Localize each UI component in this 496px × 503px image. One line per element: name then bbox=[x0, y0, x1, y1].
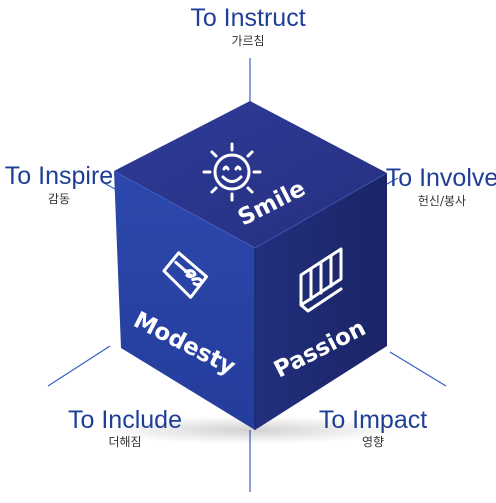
label-lower-left: To Include 더해짐 bbox=[68, 406, 182, 449]
smiling-sun-icon bbox=[202, 142, 262, 202]
label-upper-left: To Inspire 감동 bbox=[5, 162, 113, 206]
label-upper-left-subtitle: 감동 bbox=[48, 192, 70, 206]
folded-hands-icon bbox=[162, 251, 209, 299]
cube bbox=[113, 101, 388, 430]
label-top: To Instruct 가르침 bbox=[190, 4, 305, 48]
label-lower-left-subtitle: 더해짐 bbox=[108, 435, 141, 449]
label-upper-right-subtitle: 헌신/봉사 bbox=[418, 194, 466, 208]
label-lower-left-title: To Include bbox=[68, 406, 182, 434]
connector-lower-right bbox=[389, 351, 447, 387]
label-upper-right: To Involve 헌신/봉사 bbox=[386, 164, 496, 208]
label-upper-left-title: To Inspire bbox=[5, 162, 113, 190]
label-upper-right-title: To Involve bbox=[386, 164, 496, 192]
label-lower-right-subtitle: 영향 bbox=[362, 435, 384, 449]
cube-left-face bbox=[114, 171, 255, 430]
connector-lower-left bbox=[47, 345, 111, 387]
label-top-title: To Instruct bbox=[190, 4, 305, 32]
open-book-icon bbox=[299, 247, 343, 313]
label-lower-right: To Impact 영향 bbox=[319, 406, 427, 449]
cube-shadow bbox=[100, 416, 400, 444]
label-lower-right-title: To Impact bbox=[319, 406, 427, 434]
label-top-subtitle: 가르침 bbox=[231, 34, 264, 48]
